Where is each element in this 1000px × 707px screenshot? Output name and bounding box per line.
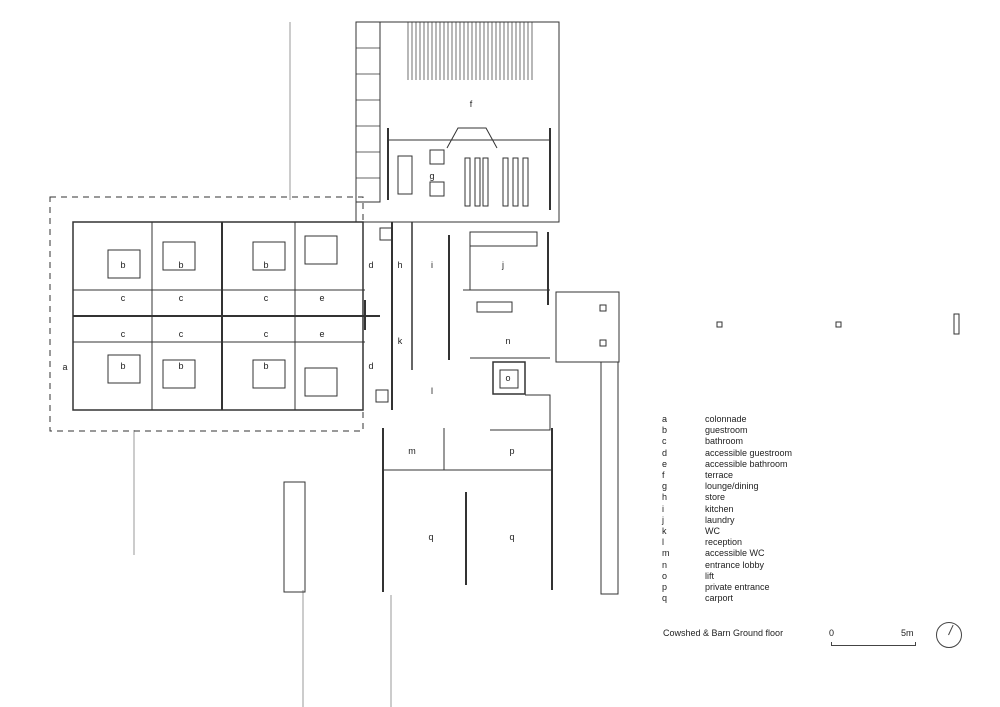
room-label-c: c	[179, 329, 184, 339]
legend-label: accessible WC	[705, 548, 765, 559]
room-label-l: l	[431, 386, 433, 396]
legend-key: i	[662, 503, 664, 514]
room-label-p: p	[509, 446, 514, 456]
legend-label: colonnade	[705, 414, 747, 424]
legend-key: k	[662, 526, 667, 537]
legend-label: bathroom	[705, 436, 744, 447]
legend-row-j: j laundry	[662, 515, 792, 526]
legend-label: WC	[705, 526, 720, 537]
legend-key: c	[662, 436, 667, 447]
legend-key: j	[662, 514, 664, 525]
legend-row-a: a colonnade	[662, 414, 792, 425]
legend-key: l	[662, 537, 664, 548]
legend-label: private entrance	[705, 582, 770, 593]
room-label-d: d	[368, 361, 373, 371]
legend-key: p	[662, 582, 668, 593]
room-label-b: b	[178, 361, 183, 371]
legend-key: h	[662, 492, 668, 503]
legend-key: d	[662, 447, 668, 458]
legend-row-c: c bathroom	[662, 436, 792, 447]
legend-key: g	[662, 481, 668, 492]
room-label-f: f	[470, 99, 473, 109]
room-label-c: c	[121, 329, 126, 339]
legend-label: terrace	[705, 470, 734, 481]
legend-key: e	[662, 458, 668, 469]
room-label-b: b	[120, 260, 125, 270]
legend-key: o	[662, 570, 668, 581]
legend-label: lift	[705, 570, 714, 581]
legend-label: accessible bathroom	[705, 458, 788, 469]
room-label-h: h	[397, 260, 402, 270]
room-label-b: b	[263, 260, 268, 270]
room-label-c: c	[264, 329, 269, 339]
room-label-q: q	[509, 532, 514, 542]
north-arrow-icon	[936, 622, 962, 648]
room-label-i: i	[431, 260, 433, 270]
room-label-c: c	[264, 293, 269, 303]
room-legend: a colonnade b guestroom c bathroom d accessi…	[662, 414, 792, 604]
scale-end-label: 5m	[901, 628, 914, 638]
legend-row-i: i kitchen	[662, 504, 792, 515]
room-label-g: g	[429, 171, 434, 181]
legend-label: carport	[705, 593, 734, 604]
legend-row-b: b guestroom	[662, 425, 792, 436]
scale-bar-line	[831, 642, 916, 646]
room-label-q: q	[428, 532, 433, 542]
room-label-e: e	[319, 329, 324, 339]
room-label-e: e	[319, 293, 324, 303]
room-label-b: b	[263, 361, 268, 371]
room-label-a: a	[62, 362, 67, 372]
scale-bar: 0 5m	[829, 626, 919, 650]
legend-row-e: e accessible bathroom	[662, 459, 792, 470]
legend-key: m	[662, 548, 670, 559]
room-label-o: o	[505, 373, 510, 383]
legend-label: accessible guestroom	[705, 447, 793, 458]
legend-label: guestroom	[705, 425, 748, 436]
legend-label: entrance lobby	[705, 559, 765, 570]
legend-row-n: n entrance lobby	[662, 560, 792, 571]
legend-row-d: d accessible guestroom	[662, 448, 792, 459]
legend-key: a	[662, 414, 668, 424]
legend-row-m: m accessible WC	[662, 548, 792, 559]
room-label-j: j	[501, 260, 504, 270]
room-label-n: n	[505, 336, 510, 346]
legend-row-f: f terrace	[662, 470, 792, 481]
legend-row-l: l reception	[662, 537, 792, 548]
legend-key: q	[662, 593, 668, 604]
legend-row-p: p private entrance	[662, 582, 792, 593]
legend-row-g: g lounge/dining	[662, 481, 792, 492]
room-label-c: c	[121, 293, 126, 303]
room-label-d: d	[368, 260, 373, 270]
room-label-b: b	[178, 260, 183, 270]
legend-row-k: k WC	[662, 526, 792, 537]
legend-label: reception	[705, 537, 743, 548]
room-label-k: k	[398, 336, 403, 346]
legend-row-o: o lift	[662, 571, 792, 582]
north-needle	[948, 624, 954, 636]
legend-label: laundry	[705, 514, 735, 525]
legend-label: lounge/dining	[705, 481, 759, 492]
room-label-b: b	[120, 361, 125, 371]
legend-key: f	[662, 470, 665, 481]
legend-key: b	[662, 425, 668, 436]
legend-label: store	[705, 492, 726, 503]
legend-key: n	[662, 559, 668, 570]
legend-label: kitchen	[705, 503, 734, 514]
room-label-m: m	[408, 446, 416, 456]
legend-row-h: h store	[662, 492, 792, 503]
scale-start-label: 0	[829, 628, 835, 638]
legend-row-q: q carport	[662, 593, 792, 604]
room-label-c: c	[179, 293, 184, 303]
drawing-caption: Cowshed & Barn Ground floor	[663, 628, 784, 638]
